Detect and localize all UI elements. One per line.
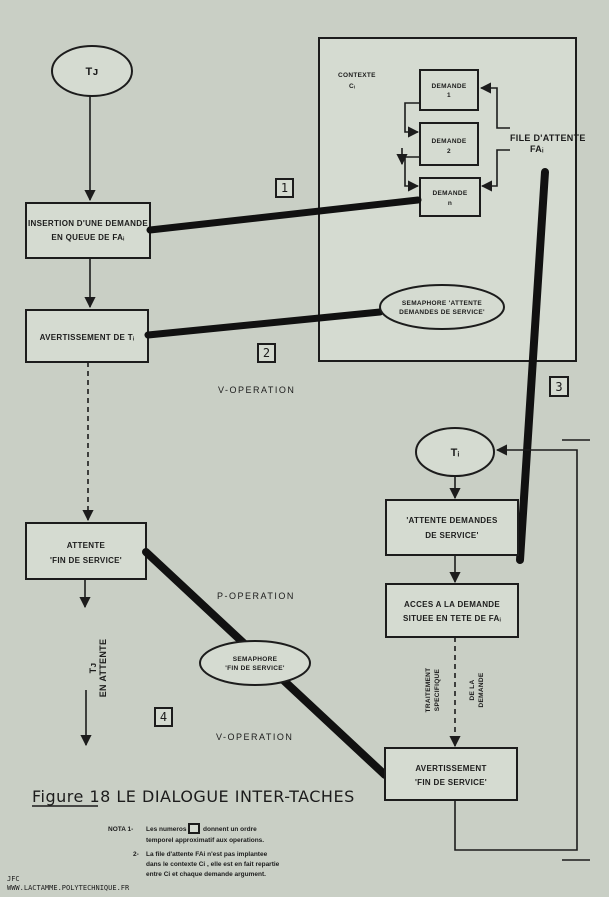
tj-en-attente-tj: Tᴊ bbox=[88, 663, 98, 674]
nota-line1b: donnent un ordre bbox=[203, 826, 257, 833]
avertissement-to-semaphore-link bbox=[144, 308, 384, 339]
chain-arrow-2-n bbox=[404, 156, 420, 192]
acces-demande-line1: ACCES A LA DEMANDE bbox=[404, 600, 500, 609]
tj-label: Tᴊ bbox=[86, 66, 99, 78]
demande-1-box bbox=[419, 69, 479, 111]
avertissement-fin-line1: AVERTISSEMENT bbox=[415, 764, 486, 773]
p-operation-label: P-OPERATION bbox=[217, 591, 295, 601]
demande-1-num: 1 bbox=[447, 92, 451, 99]
semaphore-attente-line2: DEMANDES DE SERVICE' bbox=[399, 309, 485, 316]
tj-en-attente-label: EN ATTENTE bbox=[98, 639, 108, 698]
v-operation-label-2: V-OPERATION bbox=[216, 732, 293, 742]
traitement-line4: DEMANDE bbox=[478, 672, 485, 707]
semaphore-fin-node bbox=[199, 640, 311, 686]
traitement-line2: SPECIFIQUE bbox=[434, 668, 441, 711]
nota-line2-label: 2- bbox=[133, 851, 139, 858]
ti-label: Tᵢ bbox=[451, 447, 460, 459]
loop-top-tick bbox=[562, 439, 590, 861]
attente-fin-box bbox=[25, 522, 147, 580]
insertion-line1: INSERTION D'UNE DEMANDE bbox=[28, 219, 148, 228]
nota-line1c: temporel approximatif aux operations. bbox=[146, 837, 264, 844]
traitement-line1: TRAITEMENT bbox=[425, 668, 432, 713]
attente-demandes-line2: DE SERVICE' bbox=[425, 531, 479, 540]
semaphore-fin-line1: SEMAPHORE bbox=[233, 656, 278, 663]
nota-line2c: entre Ci et chaque demande argument. bbox=[146, 871, 266, 878]
figure-title: Figure 18 LE DIALOGUE INTER-TACHES bbox=[32, 787, 355, 806]
file-pointer-top bbox=[479, 82, 510, 129]
insertion-line2: EN QUEUE DE FAᵢ bbox=[51, 233, 124, 242]
context-id: Cᵢ bbox=[349, 83, 355, 90]
avertissement-fin-line2: 'FIN DE SERVICE' bbox=[415, 778, 487, 787]
nota-line2b: dans le contexte Ci , elle est en fait r… bbox=[146, 861, 280, 868]
demande-n-label: DEMANDE bbox=[433, 190, 468, 197]
step-1-box bbox=[275, 178, 294, 198]
step-4-box bbox=[154, 707, 173, 727]
step-2-label: 2 bbox=[263, 346, 270, 360]
demande-1-label: DEMANDE bbox=[432, 83, 467, 90]
step-4-label: 4 bbox=[160, 710, 167, 724]
insertion-box bbox=[25, 202, 151, 259]
semaphore-attente-node bbox=[379, 284, 505, 330]
step-2-box bbox=[257, 343, 276, 363]
attente-fin-line2: 'FIN DE SERVICE' bbox=[50, 556, 122, 565]
credit-initials: JFC bbox=[7, 875, 20, 883]
step-3-box bbox=[549, 376, 569, 397]
avertissement-ti-box bbox=[25, 309, 149, 363]
step-1-label: 1 bbox=[281, 181, 288, 195]
nota-label: NOTA 1- bbox=[108, 826, 133, 833]
nota-n-box bbox=[188, 823, 200, 834]
acces-demande-box bbox=[385, 583, 519, 638]
context-label: CONTEXTE bbox=[338, 72, 376, 79]
v-operation-label-1: V-OPERATION bbox=[218, 385, 295, 395]
insertion-to-context-link bbox=[146, 196, 422, 234]
demande-n-num: n bbox=[448, 200, 452, 207]
semaphore-fin-line2: 'FIN DE SERVICE' bbox=[225, 665, 285, 672]
attente-demandes-line1: 'ATTENTE DEMANDES bbox=[406, 516, 498, 525]
nota-line1a: Les numeros bbox=[146, 826, 187, 833]
nota-line2a: La file d'attente FAi n'est pas implante… bbox=[146, 851, 268, 858]
step-3-label: 3 bbox=[555, 380, 562, 394]
file-to-attente-demandes-link bbox=[516, 168, 549, 564]
credit-url: WWW.LACTAMME.POLYTECHNIQUE.FR bbox=[7, 884, 130, 892]
chain-arrow-1-2 bbox=[404, 102, 420, 138]
avertissement-ti-label: AVERTISSEMENT DE Tᵢ bbox=[40, 333, 135, 342]
avertissement-fin-box bbox=[384, 747, 518, 801]
file-attente-id: FAᵢ bbox=[530, 144, 544, 154]
tj-node bbox=[51, 45, 133, 97]
demande-2-label: DEMANDE bbox=[432, 138, 467, 145]
attente-fin-line1: ATTENTE bbox=[67, 541, 106, 550]
file-attente-label: FILE D'ATTENTE bbox=[510, 133, 586, 143]
semaphore-attente-line1: SEMAPHORE 'ATTENTE bbox=[402, 300, 482, 307]
attente-demandes-box bbox=[385, 499, 519, 556]
traitement-line3: DE LA bbox=[469, 679, 476, 700]
demande-n-box bbox=[419, 177, 481, 217]
loop-back-arrow bbox=[454, 444, 578, 851]
acces-demande-line2: SITUEE EN TETE DE FAᵢ bbox=[403, 614, 501, 623]
demande-2-box bbox=[419, 122, 479, 166]
demande-2-num: 2 bbox=[447, 148, 451, 155]
file-pointer-bottom bbox=[480, 149, 510, 192]
